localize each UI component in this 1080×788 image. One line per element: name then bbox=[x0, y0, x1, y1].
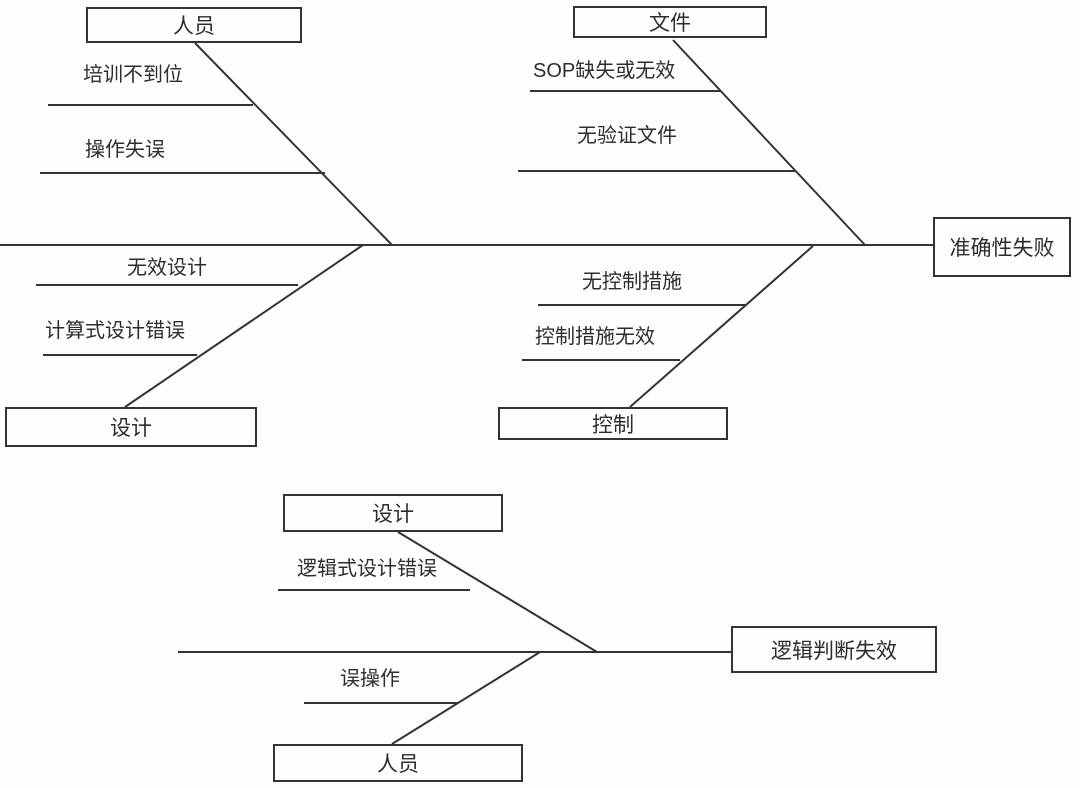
top-branch-line-design bbox=[124, 244, 364, 408]
bottom-branch-line-design bbox=[397, 531, 598, 653]
category-box-documents: 文件 bbox=[573, 6, 767, 38]
effect-box-accuracy-failure: 准确性失败 bbox=[933, 217, 1071, 277]
category-box-personnel-bottom: 人员 bbox=[273, 744, 523, 782]
top-branch-line-personnel bbox=[194, 42, 393, 246]
category-label-personnel-top: 人员 bbox=[173, 15, 215, 38]
cause-label-no-control-measures: 无控制措施 bbox=[582, 271, 682, 293]
category-box-control: 控制 bbox=[498, 407, 728, 440]
category-box-personnel-top: 人员 bbox=[86, 7, 302, 43]
category-box-design-top: 设计 bbox=[5, 407, 257, 447]
cause-label-control-measures-invalid: 控制措施无效 bbox=[535, 326, 655, 348]
cause-label-calculation-design-error: 计算式设计错误 bbox=[45, 320, 185, 342]
category-label-design-top: 设计 bbox=[110, 417, 152, 440]
cause-label-misoperation: 误操作 bbox=[340, 668, 400, 690]
category-label-documents: 文件 bbox=[649, 12, 691, 35]
effect-label-logic-judgment-failure: 逻辑判断失效 bbox=[771, 639, 897, 663]
top-branch-line-documents bbox=[672, 39, 866, 246]
cause-label-training-inadequate: 培训不到位 bbox=[83, 64, 183, 86]
bottom-branch-line-personnel bbox=[391, 651, 541, 745]
category-label-personnel-bottom: 人员 bbox=[377, 753, 419, 776]
cause-label-no-validation-doc: 无验证文件 bbox=[577, 125, 677, 147]
cause-label-operation-error: 操作失误 bbox=[85, 139, 165, 161]
category-label-design-bottom: 设计 bbox=[372, 503, 414, 526]
cause-label-sop-missing: SOP缺失或无效 bbox=[533, 60, 676, 82]
cause-label-logic-design-error: 逻辑式设计错误 bbox=[297, 558, 437, 580]
cause-label-invalid-design: 无效设计 bbox=[127, 257, 207, 279]
category-box-design-bottom: 设计 bbox=[283, 494, 503, 532]
effect-box-logic-judgment-failure: 逻辑判断失效 bbox=[731, 626, 937, 673]
top-branch-line-control bbox=[629, 245, 814, 408]
category-label-control: 控制 bbox=[592, 413, 634, 437]
effect-label-accuracy-failure: 准确性失败 bbox=[949, 237, 1055, 260]
